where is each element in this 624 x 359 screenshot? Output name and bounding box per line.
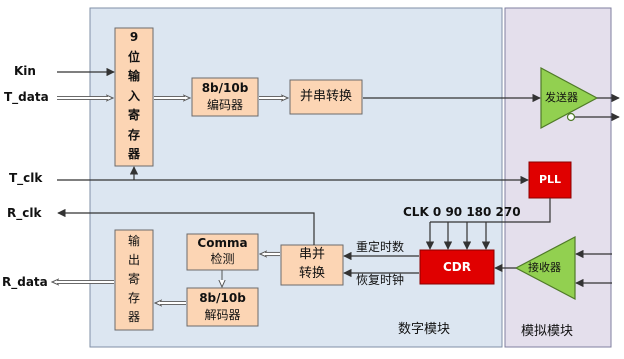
kin-label: Kin (14, 64, 36, 78)
transmitter-triangle (540, 66, 599, 130)
output-register-label: 输 出 寄 存 器 (115, 232, 153, 327)
serializer-box (289, 79, 363, 115)
output-register-char: 存 (127, 291, 140, 305)
pll-box (528, 161, 572, 199)
recovered-clock-label: 恢复时钟 (356, 273, 405, 287)
input-register-box (114, 27, 154, 167)
encoder-label-line2: 编码器 (206, 98, 243, 112)
decoder-box (186, 287, 259, 327)
encoder-box (191, 77, 259, 117)
output-register-char: 出 (127, 253, 140, 267)
input-register-char: 存 (127, 127, 140, 142)
input-register-char: 入 (127, 88, 140, 103)
comma-detect-label-line1: Comma (197, 236, 248, 250)
decoder-label-line1: 8b/10b (199, 291, 246, 305)
clk-phases-label: CLK 0 90 180 270 (403, 205, 521, 219)
deserializer-box (280, 244, 344, 286)
input-register-label: 9 位 输 入 寄 存 器 (115, 28, 153, 165)
digital-module-label: 数字模块 (398, 322, 451, 337)
deserializer-label-line2: 转换 (298, 266, 325, 281)
t-data-label: T_data (4, 90, 49, 104)
input-register-char: 位 (127, 49, 140, 64)
receiver-label: 接收器 (528, 261, 561, 274)
analog-module-label: 模拟模块 (521, 324, 574, 339)
cdr-box (419, 249, 495, 285)
input-register-char: 寄 (127, 108, 140, 122)
r-clk-label: R_clk (7, 206, 42, 220)
output-register-char: 器 (127, 310, 140, 324)
receiver-triangle (514, 236, 576, 300)
encoder-label-line1: 8b/10b (201, 81, 249, 95)
input-register-char: 输 (127, 69, 140, 83)
r-clk-line (57, 208, 315, 245)
transmitter-label: 发送器 (545, 91, 578, 104)
deserializer-label-line1: 串并 (298, 247, 325, 262)
input-register-char: 9 (129, 30, 139, 44)
t-clk-label: T_clk (9, 171, 43, 185)
transmitter-inverting-bubble (566, 112, 576, 122)
retimed-data-label: 重定时数 (356, 240, 405, 254)
pll-to-clk-phase-bus (430, 198, 551, 223)
cdr-label: CDR (442, 260, 471, 274)
r-data-label: R_data (2, 275, 48, 289)
input-register-char: 器 (127, 147, 140, 161)
pll-label: PLL (538, 173, 562, 186)
decoder-label-line2: 解码器 (204, 308, 241, 322)
output-register-char: 输 (127, 234, 140, 248)
comma-detect-label-line2: 检测 (210, 252, 235, 266)
digital-module-region (89, 7, 503, 348)
serializer-label: 并串转换 (299, 89, 352, 104)
output-register-box (114, 229, 154, 331)
output-register-char: 寄 (127, 272, 140, 286)
